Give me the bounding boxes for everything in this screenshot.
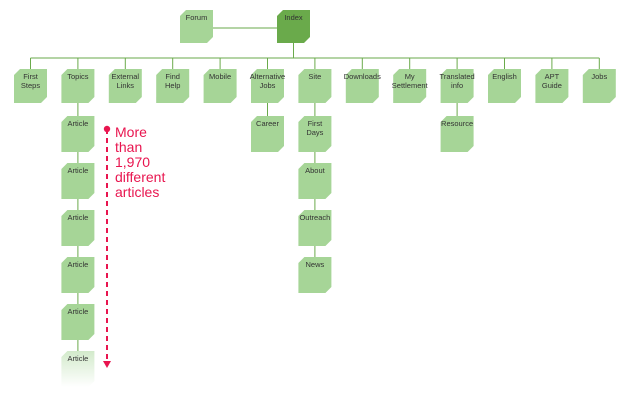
node-article: Article (61, 163, 95, 199)
node-box (298, 69, 332, 103)
node-site: Site (298, 69, 332, 103)
node-box (14, 69, 47, 103)
node-label: Downloads (344, 72, 381, 81)
node-box (156, 69, 190, 103)
node-box (345, 69, 379, 103)
node-label: Topics (67, 72, 89, 81)
node-article: Article (61, 116, 95, 152)
node-box (393, 69, 427, 103)
node-outreach: Outreach (298, 210, 332, 246)
node-label: Jobs (591, 72, 607, 81)
node-label: Article (67, 260, 88, 269)
annotation-text: different (115, 169, 165, 185)
node-label: Settlement (392, 81, 429, 90)
node-label: Article (67, 119, 88, 128)
node-label: APT (545, 72, 560, 81)
node-box (61, 257, 95, 293)
node-label: Find (165, 72, 180, 81)
annotation-text: articles (115, 184, 159, 200)
node-label: Forum (186, 13, 208, 22)
node-box (582, 69, 616, 103)
node-box (61, 304, 95, 340)
node-box (440, 116, 474, 152)
node-news: News (298, 257, 332, 293)
node-forum: Forum (180, 10, 213, 43)
node-label: First (23, 72, 38, 81)
node-box (298, 116, 332, 152)
node-label: Alternative (250, 72, 285, 81)
annotation-arrowhead (103, 361, 111, 368)
node-topics: Topics (61, 69, 95, 103)
node-label: Links (117, 81, 135, 90)
node-index: Index (277, 10, 310, 43)
node-downloads: Downloads (344, 69, 381, 103)
node-jobs: Jobs (582, 69, 616, 103)
node-box (488, 69, 521, 103)
node-label: English (492, 72, 517, 81)
node-box (61, 69, 95, 103)
node-box (203, 69, 237, 103)
node-label: Article (67, 354, 88, 363)
annotation-text: 1,970 (115, 154, 150, 170)
node-box (440, 69, 474, 103)
node-label: About (305, 166, 326, 175)
node-article: Article (61, 304, 95, 340)
node-label: Index (284, 13, 303, 22)
node-article: Article (61, 257, 95, 293)
node-resource: Resource (440, 116, 474, 152)
node-label: Translated (440, 72, 475, 81)
node-label: Resource (441, 119, 473, 128)
node-box (298, 210, 332, 246)
annotation-text: than (115, 139, 142, 155)
node-mobile: Mobile (203, 69, 237, 103)
node-label: Career (256, 119, 279, 128)
node-box (180, 10, 213, 43)
node-box (108, 69, 142, 103)
node-box (61, 116, 95, 152)
node-label: Guide (542, 81, 562, 90)
node-label: info (451, 81, 463, 90)
node-box (61, 351, 95, 387)
node-label: Site (308, 72, 321, 81)
node-box (61, 210, 95, 246)
node-box (277, 10, 310, 43)
node-label: Jobs (260, 81, 276, 90)
node-label: First (308, 119, 323, 128)
node-box (298, 257, 332, 293)
node-box (61, 163, 95, 199)
node-label: Days (306, 128, 323, 137)
node-label: Mobile (209, 72, 231, 81)
node-box (535, 69, 569, 103)
node-box (251, 116, 284, 152)
node-label: External (112, 72, 140, 81)
node-label: Article (67, 213, 88, 222)
node-label: Steps (21, 81, 40, 90)
node-box (298, 163, 332, 199)
node-english: English (488, 69, 521, 103)
node-box (251, 69, 284, 103)
node-label: Outreach (299, 213, 330, 222)
node-career: Career (251, 116, 284, 152)
annotation-text: More (115, 124, 147, 140)
node-article: Article (61, 210, 95, 246)
node-label: News (306, 260, 325, 269)
connector-lines (30, 27, 600, 351)
node-article: Article (61, 351, 95, 387)
node-label: Article (67, 307, 88, 316)
node-about: About (298, 163, 332, 199)
node-label: Help (165, 81, 180, 90)
node-label: My (405, 72, 415, 81)
node-label: Article (67, 166, 88, 175)
